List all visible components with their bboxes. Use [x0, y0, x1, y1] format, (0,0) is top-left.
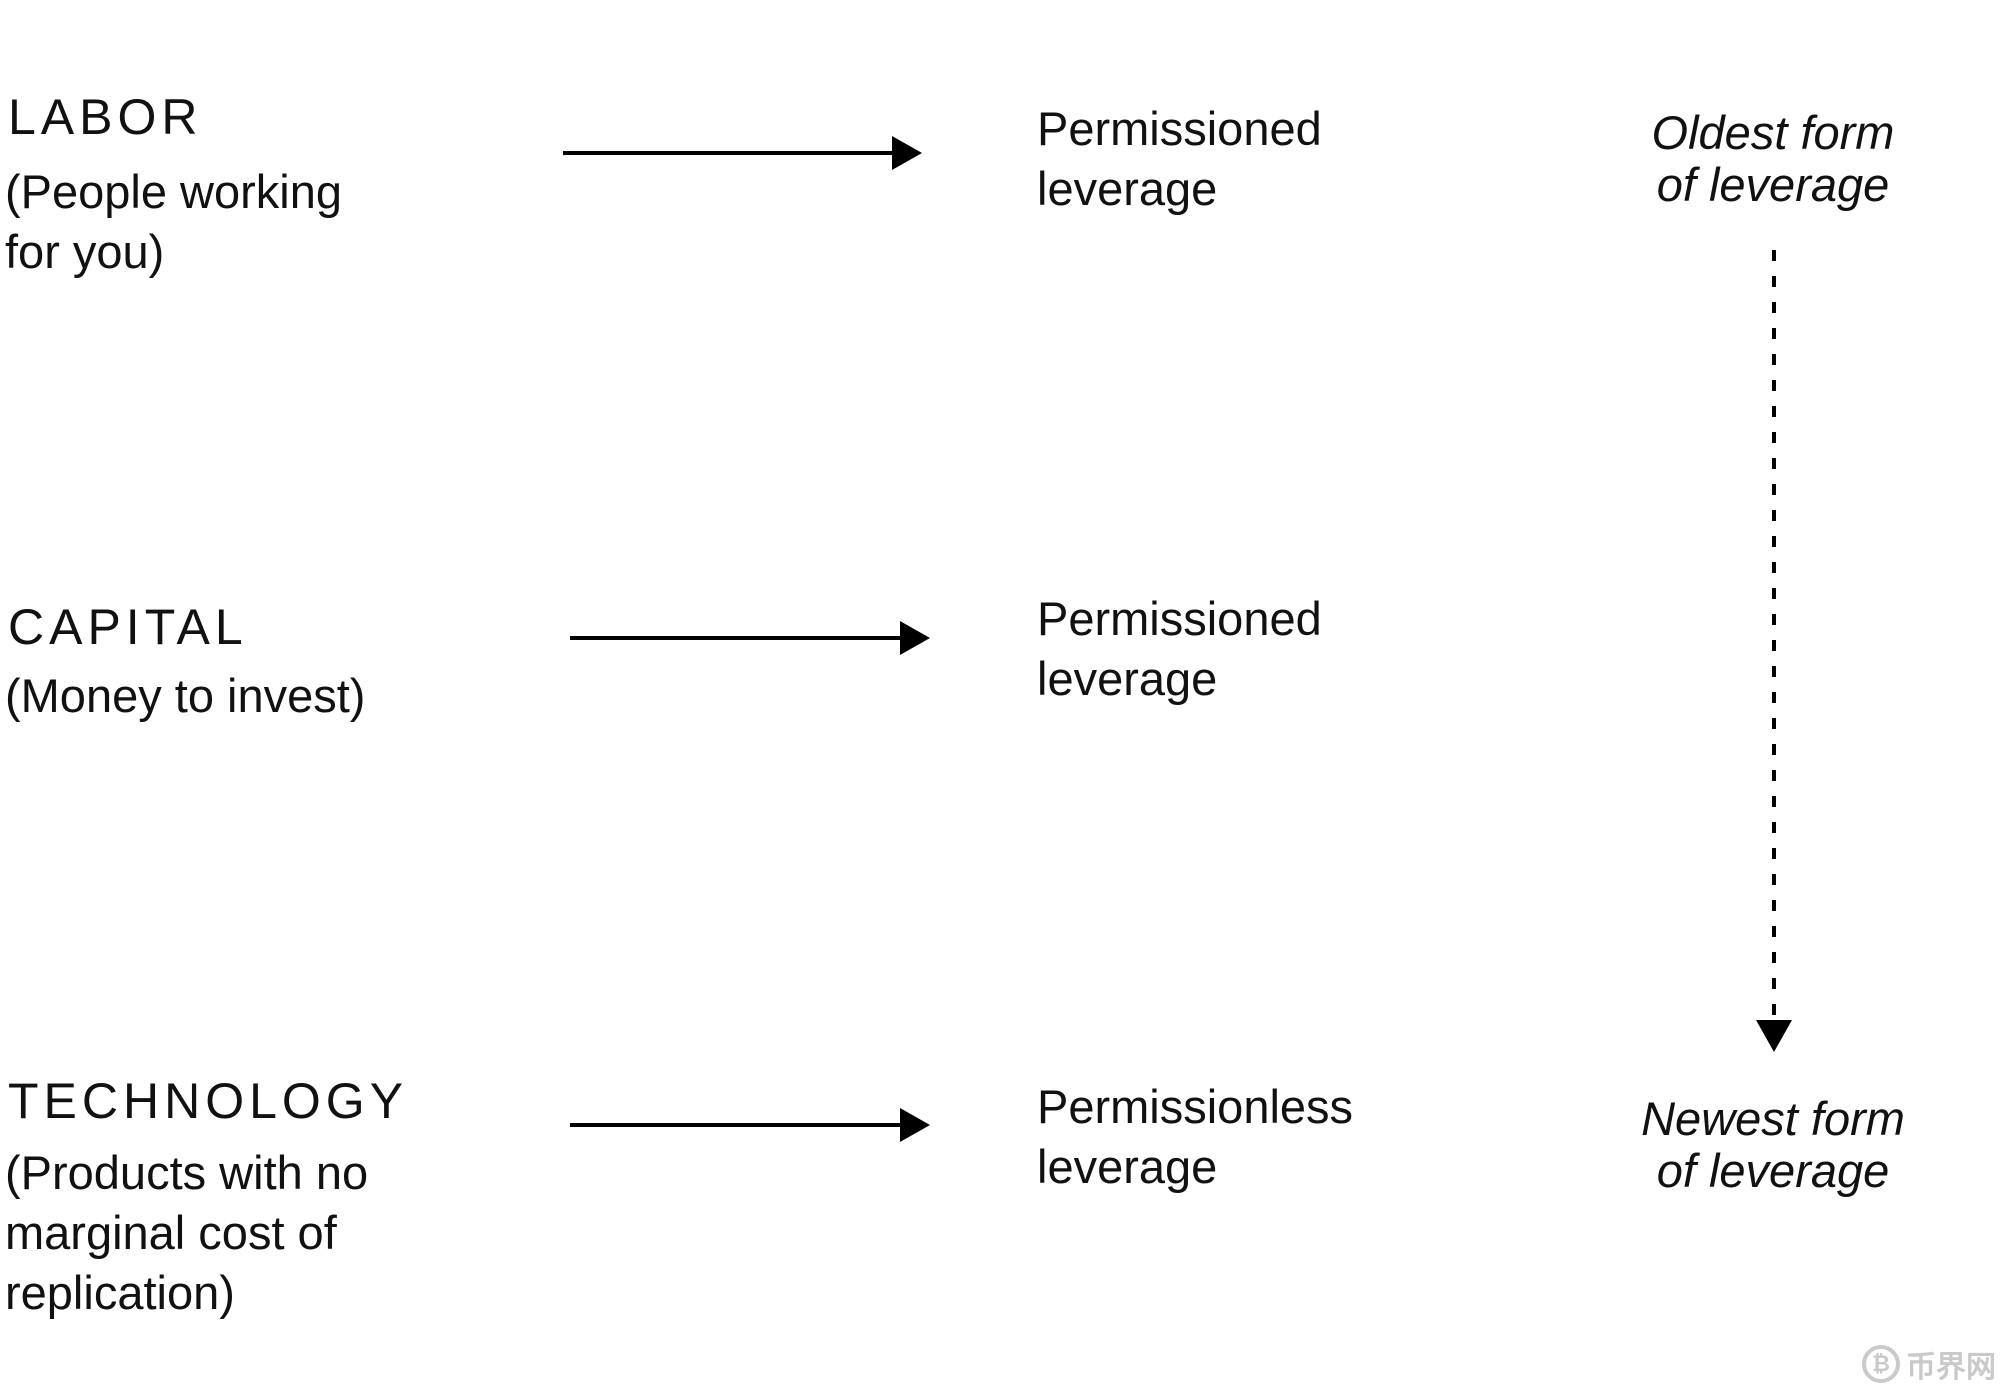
newest-form-label-line-2: of leverage [1656, 1144, 1890, 1197]
capital-heading: CAPITAL [8, 599, 248, 655]
labor-leverage: Permissioned leverage [1037, 99, 1322, 219]
technology-leverage-line-1: Permissionless [1037, 1080, 1354, 1133]
labor-arrow [563, 136, 922, 170]
technology-leverage: Permissionless leverage [1037, 1077, 1353, 1197]
capital-description: (Money to invest) [5, 666, 365, 726]
capital-arrow [570, 621, 930, 655]
technology-description-line-2: marginal cost of [5, 1206, 337, 1259]
labor-arrow-head [892, 136, 922, 170]
labor-description-line-1: (People working [5, 165, 343, 218]
labor-leverage-line-1: Permissioned [1037, 102, 1322, 155]
timeline-arrow [1756, 250, 1792, 1052]
oldest-form-label: Oldest form of leverage [1573, 107, 1973, 211]
capital-arrow-head [900, 621, 930, 655]
capital-leverage-line-1: Permissioned [1037, 592, 1322, 645]
technology-description-line-3: replication) [5, 1266, 235, 1319]
newest-form-label-line-1: Newest form [1641, 1092, 1905, 1145]
technology-description-line-1: (Products with no [5, 1146, 369, 1199]
newest-form-label: Newest form of leverage [1573, 1093, 1973, 1197]
watermark: ₿ 币界网 [1862, 1342, 1996, 1386]
timeline-arrow-head [1756, 1020, 1792, 1052]
technology-arrow [570, 1108, 930, 1142]
capital-description-line-1: (Money to invest) [5, 669, 366, 722]
technology-leverage-line-2: leverage [1037, 1140, 1218, 1193]
labor-heading: LABOR [8, 89, 203, 145]
labor-description: (People working for you) [5, 162, 342, 282]
labor-leverage-line-2: leverage [1037, 162, 1218, 215]
technology-heading: TECHNOLOGY [8, 1073, 409, 1129]
oldest-form-label-line-1: Oldest form [1651, 106, 1895, 159]
oldest-form-label-line-2: of leverage [1656, 158, 1890, 211]
coin-logo-icon: ₿ [1862, 1345, 1900, 1383]
labor-description-line-2: for you) [5, 225, 165, 278]
technology-description: (Products with no marginal cost of repli… [5, 1143, 368, 1323]
watermark-text: 币界网 [1906, 1351, 1996, 1384]
capital-leverage-line-2: leverage [1037, 652, 1218, 705]
technology-arrow-head [900, 1108, 930, 1142]
capital-leverage: Permissioned leverage [1037, 589, 1322, 709]
